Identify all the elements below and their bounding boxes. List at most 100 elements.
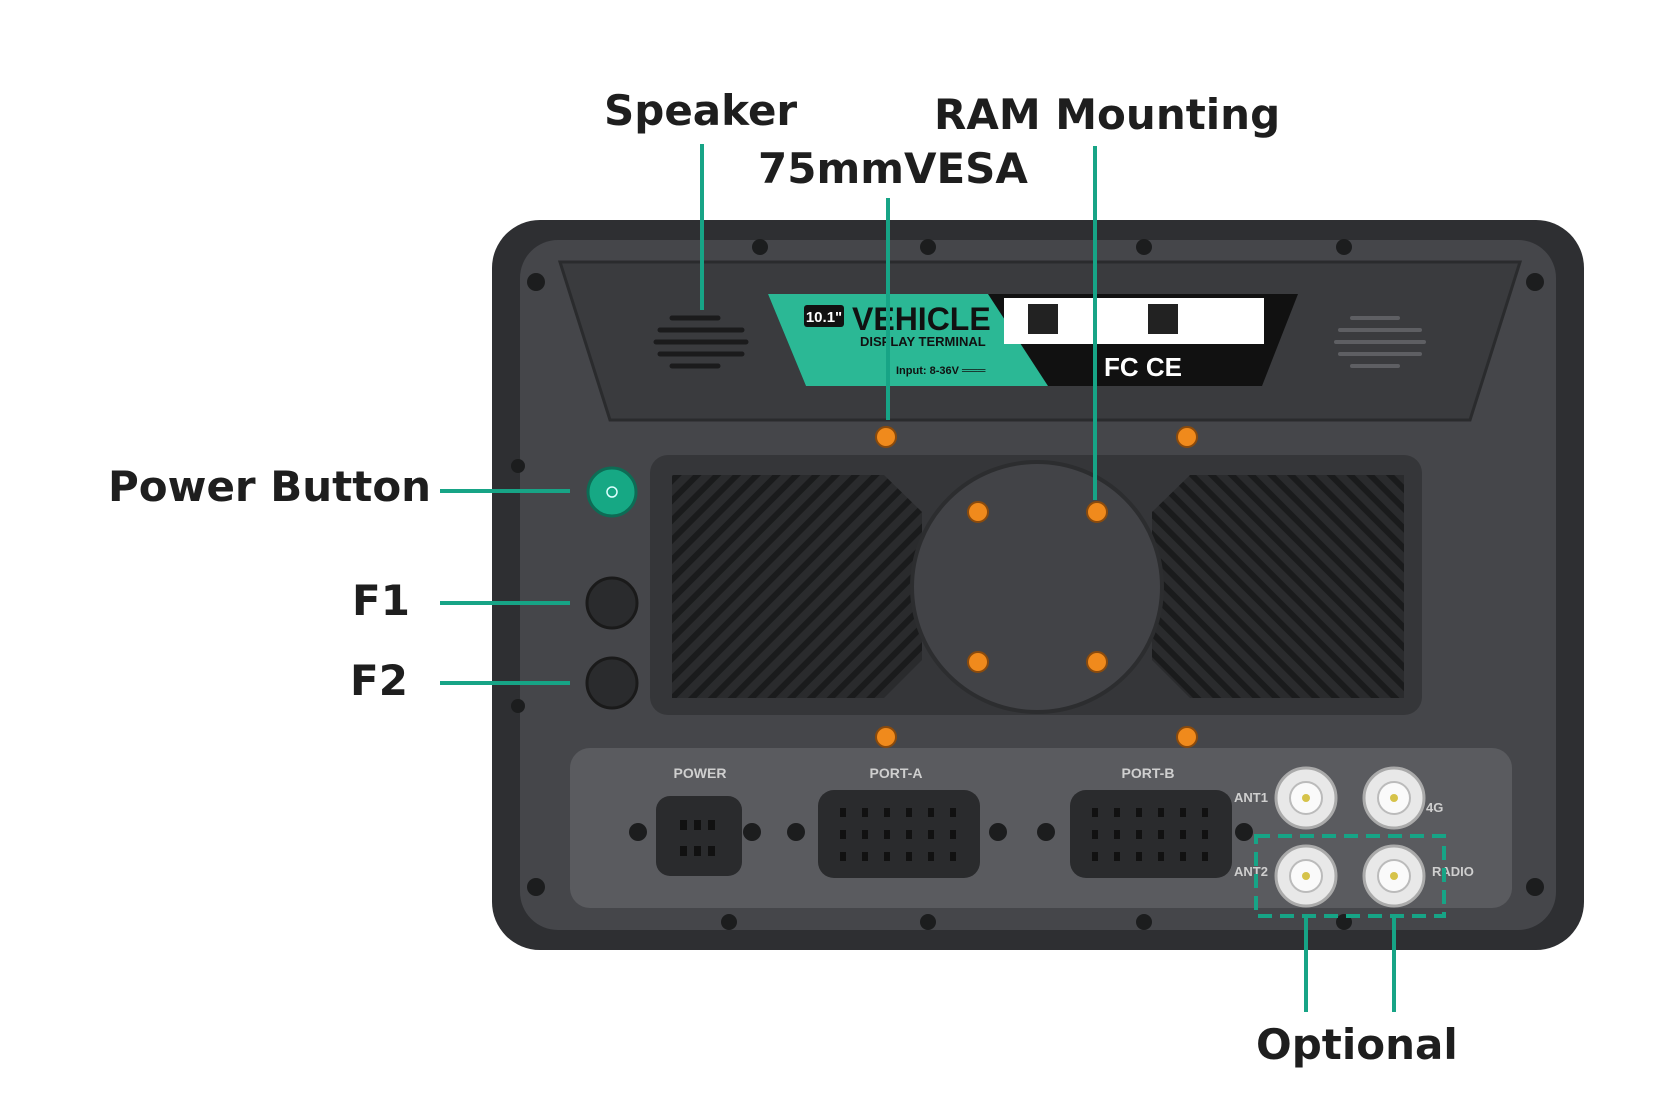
connector-pin [884,852,890,861]
port-label-ant2: ANT2 [1234,864,1268,879]
vesa-screw [1176,726,1198,748]
connector-pin [950,852,956,861]
corner-screw [1526,878,1544,896]
connector-pin [1114,852,1120,861]
ram-mount-disc [910,460,1164,714]
vesa-callout: 75mmVESA [758,144,1028,193]
edge-screw [721,914,737,930]
connector-pin [1202,808,1208,817]
heatsink-right [1152,475,1404,698]
edge-screw [920,239,936,255]
connector-pin [884,808,890,817]
connector-pin [928,852,934,861]
corner-screw [527,878,545,896]
connector-screw [629,823,647,841]
connector-pin [906,830,912,839]
radio-connector[interactable] [1362,844,1426,908]
port-label-4g: 4G [1426,800,1443,815]
certification-marks: FC CE [1104,352,1182,382]
f2-button[interactable] [585,656,639,710]
nameplate-title: VEHICLE [852,301,991,337]
vesa-screw [875,726,897,748]
connector-pin [1158,830,1164,839]
port-label-power: POWER [674,765,727,781]
connector-pin [1136,830,1142,839]
connector-pin [1136,808,1142,817]
port-label-port-a: PORT-A [870,765,923,781]
ram-mount-screw [967,501,989,523]
connector-pin [950,808,956,817]
vesa-screw [875,426,897,448]
connector-pin [884,830,890,839]
port-label-port-b: PORT-B [1122,765,1175,781]
power-button[interactable] [586,466,638,518]
connector-pin [1180,852,1186,861]
side-screw [511,699,525,713]
nameplate-input: Input: 8-36V ═══ [896,365,986,377]
connector-pin [1158,852,1164,861]
port-label-radio: RADIO [1432,864,1474,879]
connector-pin [1092,830,1098,839]
port-a-connector[interactable] [818,790,980,878]
nameplate-size-badge: 10.1" [806,309,842,326]
connector-pin [1114,808,1120,817]
speaker-callout: Speaker [604,86,798,135]
edge-screw [920,914,936,930]
edge-screw [1136,239,1152,255]
4g-connector[interactable] [1362,766,1426,830]
optional-highlight-box [1254,834,1446,918]
corner-screw [527,273,545,291]
connector-pin [1202,852,1208,861]
ram-mount-screw [967,651,989,673]
ram-mount-screw [1086,501,1108,523]
connector-screw [989,823,1007,841]
connector-pin [928,808,934,817]
side-screw [511,459,525,473]
connector-pin [1180,808,1186,817]
connector-screw [1037,823,1055,841]
power-icon [606,486,618,498]
connector-screw [787,823,805,841]
connector-pin [840,808,846,817]
f2-callout: F2 [350,656,408,705]
speaker-grille-right [1334,316,1426,368]
connector-pin [840,852,846,861]
connector-pin [840,830,846,839]
power-connector[interactable] [656,796,742,876]
nameplate: 10.1" VEHICLE DISPLAY TERMINAL Input: 8-… [768,294,1298,386]
ram-mount-screw [1086,651,1108,673]
connector-pin [862,852,868,861]
connector-pin [862,808,868,817]
nameplate-subtitle: DISPLAY TERMINAL [860,334,986,349]
connector-pin [1092,852,1098,861]
f1-callout: F1 [352,576,410,625]
edge-screw [752,239,768,255]
connector-screw [743,823,761,841]
f1-button[interactable] [585,576,639,630]
ant2-connector[interactable] [1274,844,1338,908]
qr-code-icon [1148,304,1178,334]
corner-screw [1526,273,1544,291]
connector-pin [1180,830,1186,839]
connector-pin [1158,808,1164,817]
edge-screw [1336,239,1352,255]
connector-pin [862,830,868,839]
connector-screw [1235,823,1253,841]
qr-code-icon [1028,304,1058,334]
port-label-ant1: ANT1 [1234,790,1268,805]
vesa-screw [1176,426,1198,448]
connector-pin [1114,830,1120,839]
port-b-connector[interactable] [1070,790,1232,878]
connector-pin [950,830,956,839]
connector-pin [928,830,934,839]
connector-pin [906,808,912,817]
power-button-callout: Power Button [108,462,432,511]
connector-pin [1202,830,1208,839]
edge-screw [1136,914,1152,930]
optional-callout: Optional [1256,1020,1458,1069]
connector-pin [1092,808,1098,817]
connector-pin [1136,852,1142,861]
ant1-connector[interactable] [1274,766,1338,830]
speaker-grille-left [653,315,749,369]
